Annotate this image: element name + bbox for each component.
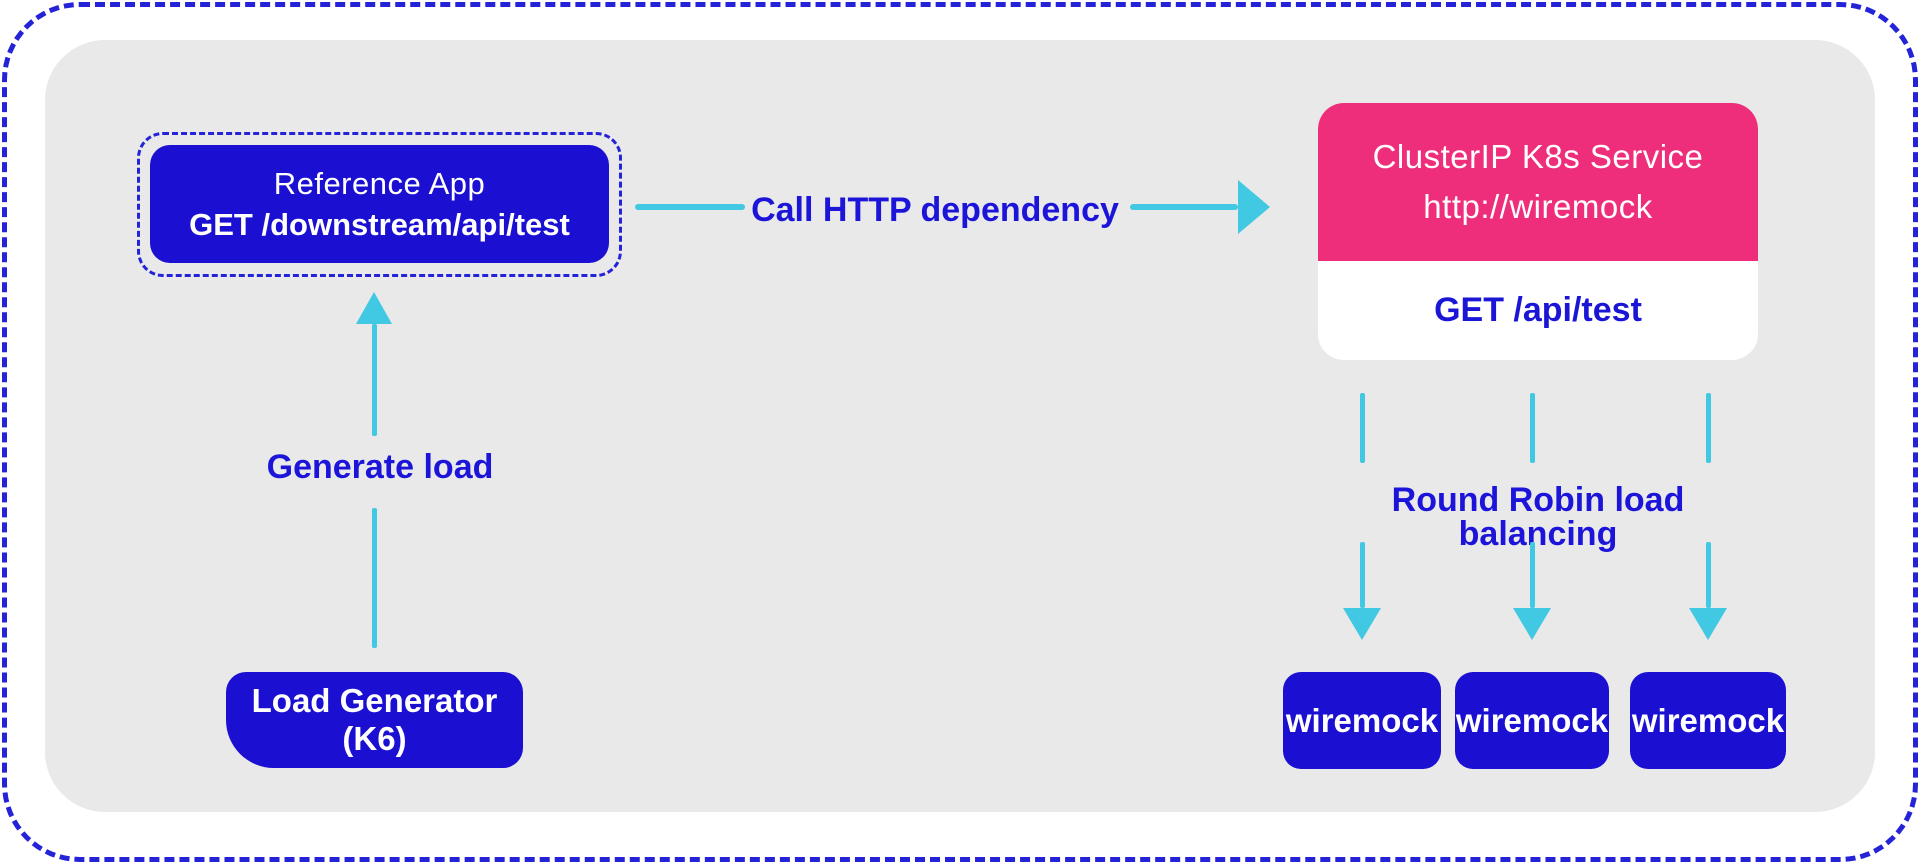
call-http-dependency-label: Call HTTP dependency (751, 191, 1119, 229)
wiremock-node: wiremock (1630, 672, 1786, 769)
load-balance-arrow-line (1360, 393, 1365, 463)
cluster-service-endpoint: GET /api/test (1434, 291, 1642, 329)
load-balance-arrow-line (1530, 393, 1535, 463)
load-generator-node: Load Generator (K6) (226, 672, 523, 768)
cluster-service-title: ClusterIP K8s Service (1372, 138, 1704, 175)
generate-load-arrow-line (372, 508, 377, 648)
wiremock-node: wiremock (1283, 672, 1441, 769)
load-balance-arrow-line (1706, 542, 1711, 608)
reference-app-title: Reference App (273, 166, 486, 201)
generate-load-arrow-line (372, 324, 377, 436)
arrowhead-down-icon (1513, 608, 1551, 640)
load-balance-arrow-line (1706, 393, 1711, 463)
reference-app-dashed-outline (137, 132, 622, 277)
arrowhead-right-icon (1238, 180, 1270, 234)
reference-app-endpoint: GET /downstream/api/test (189, 207, 570, 242)
cluster-service-node: ClusterIP K8s Service http://wiremock GE… (1318, 103, 1758, 360)
load-generator-title: Load Generator (251, 682, 498, 719)
call-http-arrow-line-left (635, 204, 745, 210)
arrowhead-down-icon (1343, 608, 1381, 640)
reference-app-node: Reference App GET /downstream/api/test (150, 145, 609, 263)
cluster-service-url: http://wiremock (1423, 188, 1653, 225)
generate-load-label: Generate load (266, 448, 494, 486)
load-balance-arrow-line (1360, 542, 1365, 608)
wiremock-node: wiremock (1455, 672, 1609, 769)
arrowhead-down-icon (1689, 608, 1727, 640)
call-http-arrow-line-right (1130, 204, 1238, 210)
load-balance-arrow-line (1530, 542, 1535, 608)
round-robin-label: Round Robin load balancing (1391, 481, 1685, 553)
cluster-service-header: ClusterIP K8s Service http://wiremock (1318, 103, 1758, 261)
load-generator-subtitle: (K6) (342, 720, 407, 757)
arrowhead-up-icon (356, 292, 392, 324)
